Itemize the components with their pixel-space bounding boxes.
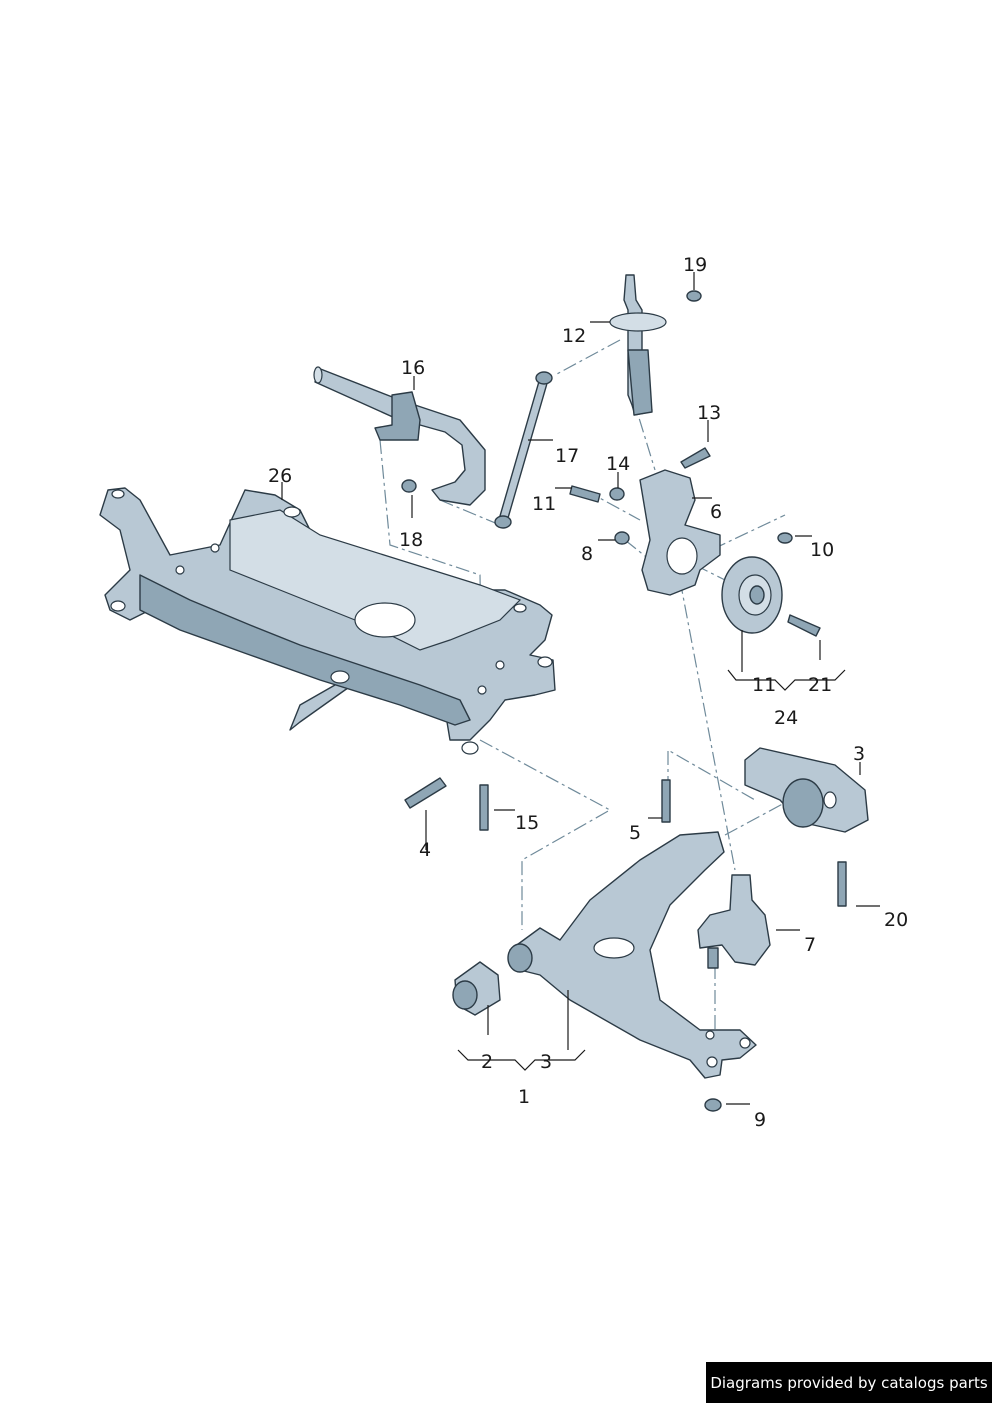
callout-13: 13 bbox=[697, 402, 721, 424]
bolt-11b bbox=[787, 614, 821, 637]
callout-11-upper: 11 bbox=[532, 493, 556, 515]
wheel-bearing-housing-part-6 bbox=[639, 469, 721, 596]
callout-1: 1 bbox=[518, 1086, 530, 1108]
ball-joint-part-7 bbox=[697, 874, 771, 969]
callout-2: 2 bbox=[481, 1051, 493, 1073]
bolt-11a bbox=[569, 485, 601, 503]
callout-12: 12 bbox=[562, 325, 586, 347]
callout-3-upper: 3 bbox=[853, 743, 865, 765]
callout-4: 4 bbox=[419, 839, 431, 861]
coupling-rod-part-17 bbox=[494, 371, 553, 529]
nut-10 bbox=[777, 532, 793, 544]
callout-18: 18 bbox=[399, 529, 423, 551]
callout-labels: 19 12 16 13 17 14 26 11 6 18 8 10 11 21 … bbox=[268, 254, 908, 1131]
subframe-part-26 bbox=[99, 487, 556, 755]
credit-text: Diagrams provided by catalogs parts bbox=[710, 1373, 988, 1392]
nut-18 bbox=[401, 479, 417, 493]
nut-19 bbox=[686, 290, 702, 302]
bolt-4 bbox=[404, 777, 447, 809]
fasteners bbox=[401, 290, 847, 1112]
callout-16: 16 bbox=[401, 357, 425, 379]
callout-20: 20 bbox=[884, 909, 908, 931]
credit-banner: Diagrams provided by catalogs parts bbox=[706, 1362, 992, 1403]
wheel-hub-part-24 bbox=[721, 556, 783, 634]
bolt-5 bbox=[661, 779, 671, 823]
callout-8: 8 bbox=[581, 543, 593, 565]
callout-7: 7 bbox=[804, 934, 816, 956]
bushing-part-2 bbox=[452, 961, 501, 1016]
callout-11-lower: 11 bbox=[752, 674, 776, 696]
nut-9 bbox=[704, 1098, 722, 1112]
callout-24: 24 bbox=[774, 707, 798, 729]
nut-8 bbox=[614, 531, 630, 545]
callout-21: 21 bbox=[808, 674, 832, 696]
callout-15: 15 bbox=[515, 812, 539, 834]
leader-lines bbox=[281, 272, 880, 1105]
suspension-strut-part-12 bbox=[609, 274, 667, 416]
callout-14: 14 bbox=[606, 453, 630, 475]
bolt-20 bbox=[837, 861, 847, 907]
bolt-13 bbox=[680, 447, 711, 469]
callout-10: 10 bbox=[810, 539, 834, 561]
callout-17: 17 bbox=[555, 445, 579, 467]
callout-9: 9 bbox=[754, 1109, 766, 1131]
wishbone-part-1 bbox=[507, 831, 757, 1079]
callout-26: 26 bbox=[268, 465, 292, 487]
bush-housing-part-3 bbox=[744, 747, 869, 833]
callout-6: 6 bbox=[710, 501, 722, 523]
bolt-15 bbox=[479, 784, 489, 831]
callout-3-lower: 3 bbox=[540, 1051, 552, 1073]
nut-14 bbox=[609, 487, 625, 501]
callout-5: 5 bbox=[629, 822, 641, 844]
stabilizer-bar-part-16 bbox=[313, 366, 486, 506]
callout-19: 19 bbox=[683, 254, 707, 276]
